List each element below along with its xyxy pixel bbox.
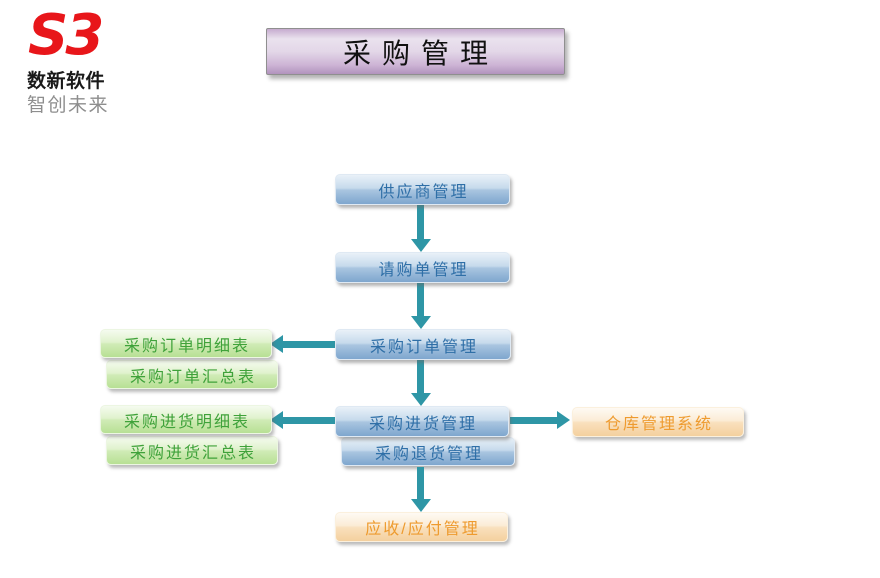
flow-node-purchase-receipt-detail-report[interactable]: 采购进货明细表 <box>100 405 272 434</box>
flow-node-purchase-receipt-management[interactable]: 采购进货管理 <box>335 406 509 437</box>
node-label: 采购进货明细表 <box>123 413 250 431</box>
node-label: 采购进货管理 <box>368 415 477 433</box>
arrow-down-head <box>411 316 431 329</box>
flow-node-purchase-return-management[interactable]: 采购退货管理 <box>341 437 515 466</box>
node-label: 采购订单明细表 <box>123 337 250 355</box>
logo-company-name: 数新软件 <box>27 71 106 92</box>
node-label: 应收/应付管理 <box>365 521 480 538</box>
arrow-order-to-receipt <box>417 360 424 393</box>
flow-node-purchase-order-summary-report[interactable]: 采购订单汇总表 <box>106 360 278 389</box>
page-title: 采购管理 <box>342 36 499 70</box>
arrow-down-head <box>411 393 431 406</box>
node-label: 采购退货管理 <box>374 445 483 463</box>
node-label: 采购进货汇总表 <box>129 444 256 462</box>
node-label: 仓库管理系统 <box>604 416 713 433</box>
page-title-banner: 采购管理 <box>266 28 565 75</box>
arrow-order-to-order-reports <box>283 341 335 348</box>
arrow-receipt-to-receipt-reports <box>283 417 335 424</box>
logo-s3-mark: S3 <box>28 3 104 68</box>
arrow-return-to-arap <box>417 467 424 499</box>
arrow-down-head <box>411 499 431 512</box>
arrow-left-head <box>270 411 283 429</box>
flow-node-supplier-management[interactable]: 供应商管理 <box>335 174 510 205</box>
arrow-left-head <box>270 335 283 353</box>
arrow-supplier-to-requisition <box>417 204 424 239</box>
arrow-right-head <box>557 411 570 429</box>
arrow-receipt-to-warehouse <box>510 417 557 424</box>
flow-node-purchase-receipt-summary-report[interactable]: 采购进货汇总表 <box>106 436 278 465</box>
node-label: 采购订单汇总表 <box>129 368 256 386</box>
arrow-requisition-to-order <box>417 283 424 316</box>
node-label: 请购单管理 <box>378 261 469 279</box>
flow-node-warehouse-management-system[interactable]: 仓库管理系统 <box>572 407 744 437</box>
flow-node-purchase-order-detail-report[interactable]: 采购订单明细表 <box>100 329 272 358</box>
flow-node-purchase-order-management[interactable]: 采购订单管理 <box>335 329 511 360</box>
logo-slogan: 智创未来 <box>27 95 110 116</box>
node-label: 供应商管理 <box>378 183 469 201</box>
flow-node-requisition-management[interactable]: 请购单管理 <box>335 252 510 283</box>
flow-node-ar-ap-management[interactable]: 应收/应付管理 <box>335 512 508 542</box>
node-label: 采购订单管理 <box>369 338 478 356</box>
arrow-down-head <box>411 239 431 252</box>
